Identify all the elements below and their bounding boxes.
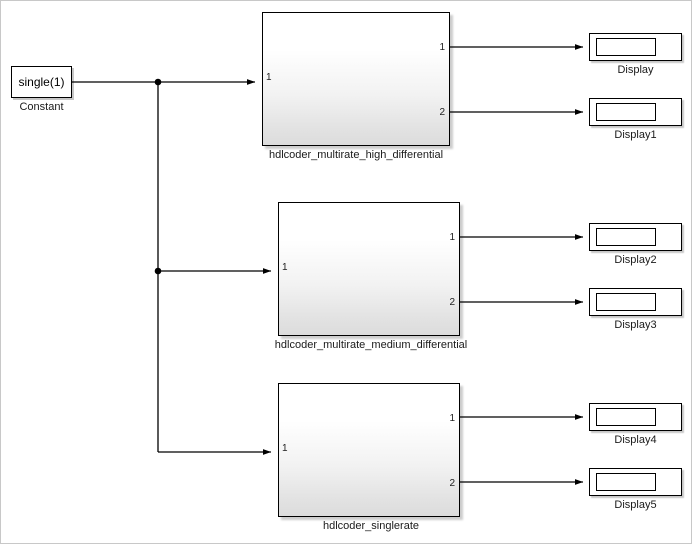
subsystem-block-high-label: hdlcoder_multirate_high_differential [268, 149, 444, 161]
subsystem-singlerate-outport-1-label: 1 [449, 413, 455, 424]
display-block-4-label: Display4 [614, 434, 657, 446]
subsystem-block-high-body[interactable]: 1 1 2 [262, 12, 450, 146]
display-block-3-label: Display3 [614, 319, 657, 331]
subsystem-block-medium-body[interactable]: 1 1 2 [278, 202, 460, 336]
subsystem-block-high[interactable]: 1 1 2 [262, 12, 450, 146]
subsystem-high-outport-2-label: 2 [439, 107, 445, 118]
subsystem-block-singlerate-label: hdlcoder_singlerate [322, 520, 419, 532]
display-block-1-readout [596, 103, 656, 121]
subsystem-singlerate-outport-2-label: 2 [449, 478, 455, 489]
subsystem-high-outport-1-label: 1 [439, 42, 445, 53]
display-block-0[interactable] [589, 33, 682, 61]
subsystem-block-singlerate[interactable]: 1 1 2 [278, 383, 460, 517]
subsystem-medium-outport-1-label: 1 [449, 232, 455, 243]
subsystem-block-medium-label: hdlcoder_multirate_medium_differential [274, 339, 468, 351]
display-block-5[interactable] [589, 468, 682, 496]
subsystem-block-singlerate-body[interactable]: 1 1 2 [278, 383, 460, 517]
display-block-5-body[interactable] [589, 468, 682, 496]
display-block-2[interactable] [589, 223, 682, 251]
signal-branch-junction-lower [154, 267, 162, 275]
display-block-3[interactable] [589, 288, 682, 316]
display-block-0-readout [596, 38, 656, 56]
constant-block-body[interactable]: single(1) [11, 66, 72, 98]
display-block-0-label: Display [617, 64, 654, 76]
subsystem-singlerate-inport-1-label: 1 [282, 443, 288, 454]
display-block-5-readout [596, 473, 656, 491]
display-block-4-readout [596, 408, 656, 426]
display-block-3-readout [596, 293, 656, 311]
signal-branch-junction-upper [154, 78, 162, 86]
display-block-4[interactable] [589, 403, 682, 431]
display-block-1[interactable] [589, 98, 682, 126]
display-block-2-body[interactable] [589, 223, 682, 251]
display-block-2-readout [596, 228, 656, 246]
constant-value-text: single(1) [18, 75, 65, 89]
display-block-1-body[interactable] [589, 98, 682, 126]
display-block-5-label: Display5 [614, 499, 657, 511]
display-block-2-label: Display2 [614, 254, 657, 266]
constant-block-label: Constant [19, 101, 64, 113]
subsystem-block-medium[interactable]: 1 1 2 [278, 202, 460, 336]
display-block-0-body[interactable] [589, 33, 682, 61]
subsystem-medium-outport-2-label: 2 [449, 297, 455, 308]
display-block-1-label: Display1 [614, 129, 657, 141]
display-block-3-body[interactable] [589, 288, 682, 316]
subsystem-medium-inport-1-label: 1 [282, 262, 288, 273]
constant-block[interactable]: single(1) [11, 66, 72, 98]
display-block-4-body[interactable] [589, 403, 682, 431]
subsystem-high-inport-1-label: 1 [266, 72, 272, 83]
